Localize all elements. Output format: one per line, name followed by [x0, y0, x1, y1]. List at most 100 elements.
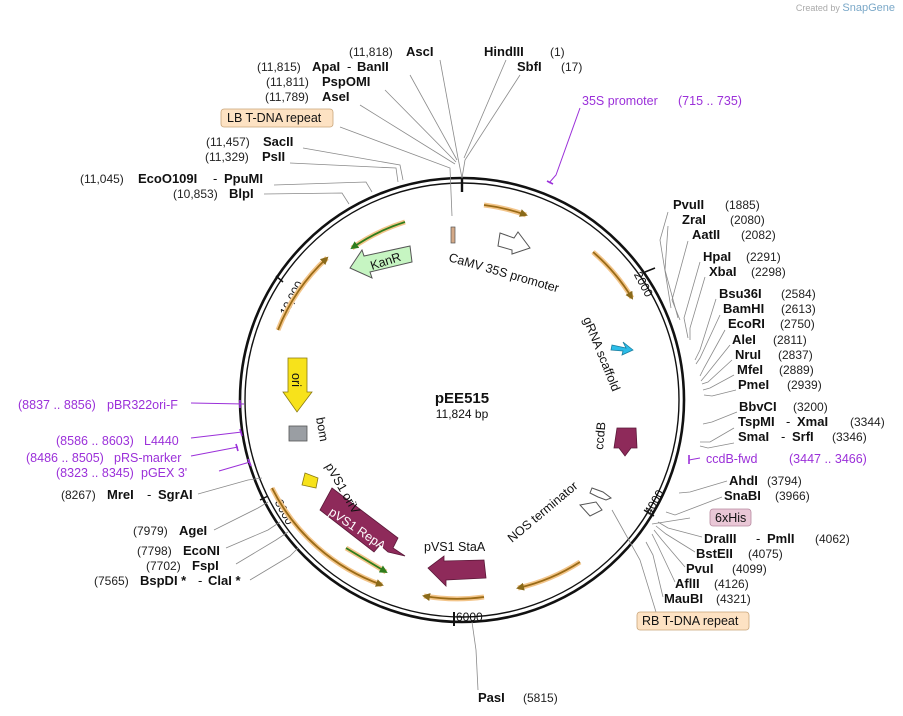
site-pos-nrui: (2837): [778, 348, 813, 362]
ccdb-arrow: [613, 427, 638, 457]
pvs1-staa-arrow: [427, 555, 487, 587]
site-name-hindiii: HindIII: [484, 44, 524, 59]
arc-3: [516, 561, 581, 591]
kanr-label: KanR: [369, 250, 403, 273]
site-pos-psii: (11,329): [205, 150, 249, 164]
right-site-leaders: [611, 211, 738, 613]
primer-range-ccdb-fwd: (3447 .. 3466): [789, 452, 867, 466]
leader-hpai: [683, 261, 701, 339]
leader-lb: [339, 126, 453, 217]
leader-35s-primer: [548, 107, 581, 184]
leader-bsu36i: [694, 298, 717, 361]
site-pos-hpai: (2291): [746, 250, 781, 264]
site-extra-mrei: SgrAI: [158, 487, 193, 502]
site-name-blpi: BlpI: [229, 186, 254, 201]
site-dash-mrei: -: [147, 487, 151, 502]
site-pos-apai: (11,815): [257, 60, 301, 74]
grna-scaffold-arrow: [610, 341, 634, 356]
camv-35s-promoter-arrow: [497, 231, 531, 255]
site-pos-asei: (11,789): [265, 90, 309, 104]
arc-4: [422, 593, 485, 601]
top-enzyme-labels: (11,818) AscI (11,815) ApaI - BanII (11,…: [257, 44, 582, 104]
leader-agei: [213, 501, 269, 531]
site-pos-ecoo109i: (11,045): [80, 172, 124, 186]
tick-mark-4000: [643, 509, 655, 517]
top-site-leaders: [263, 59, 521, 217]
lb-tdna-box: LB T-DNA repeat: [220, 108, 334, 128]
primer-labels: 35S promoter (715 .. 735) ccdB-fwd (3447…: [18, 94, 867, 480]
leader-draiii: [657, 521, 703, 538]
leader-bamhi: [695, 314, 721, 365]
bom-label: bom: [313, 416, 331, 442]
site-name-pvui: PvuI: [686, 561, 713, 576]
tick-mark-2000: [644, 267, 656, 273]
primer-range-prs-marker: (8486 .. 8505): [26, 451, 104, 465]
site-name-bspdi: BspDI *: [140, 573, 187, 588]
credit-prefix: Created by: [795, 3, 840, 13]
leader-ccdb-fwd: [688, 457, 701, 461]
arc-5: [271, 487, 384, 587]
site-pos-bsteii: (4075): [748, 547, 783, 561]
leader-smai: [699, 442, 735, 449]
site-pos-econi: (7798): [137, 544, 172, 558]
tick-label-6000: 6000: [456, 610, 483, 624]
leader-snabi: [665, 496, 723, 516]
site-pos-asci: (11,818): [349, 45, 393, 59]
site-extra-smai: SrfI: [792, 429, 814, 444]
leader-bsteii: [655, 525, 696, 553]
site-pos-mrei: (8267): [61, 488, 96, 502]
ori-arrow: [282, 357, 313, 413]
site-name-pmei: PmeI: [738, 377, 769, 392]
features: [282, 219, 638, 587]
leader-hindiii: [463, 59, 507, 159]
site-name-bamhi: BamHI: [723, 301, 764, 316]
site-extra-draiii: PmlI: [767, 531, 794, 546]
site-pos-maubi: (4321): [716, 592, 751, 606]
leader-psii: [289, 162, 399, 183]
site-pos-xbai: (2298): [751, 265, 786, 279]
leader-pvui: [653, 529, 686, 568]
leader-blpi: [263, 192, 350, 205]
site-name-sbfi: SbfI: [517, 59, 542, 74]
bottom-enzyme-label: PasI (5815): [478, 690, 558, 705]
site-name-sacii: SacII: [263, 134, 293, 149]
site-name-mfei: MfeI: [737, 362, 763, 377]
leader-ahdi: [678, 480, 728, 494]
leader-maubi: [645, 541, 664, 598]
site-name-aflii: AflII: [675, 576, 700, 591]
site-name-ecori: EcoRI: [728, 316, 765, 331]
site-pos-aflii: (4126): [714, 577, 749, 591]
mark-pgex: [247, 458, 252, 467]
site-pos-pvui: (4099): [732, 562, 767, 576]
site-name-xbai: XbaI: [709, 264, 736, 279]
leader-6xhis: [651, 517, 691, 525]
nos-terminator-arrow: [579, 501, 603, 517]
leader-tspmi: [700, 427, 735, 443]
site-pos-zrai: (2080): [730, 213, 765, 227]
site-name-maubi: MauBI: [664, 591, 703, 606]
rb-tdna-box: RB T-DNA repeat: [636, 611, 750, 631]
site-pos-ecori: (2750): [780, 317, 815, 331]
kanr-green-arc: [350, 221, 406, 250]
rb-box-rect: [636, 611, 750, 631]
snapgene-credit: Created by SnapGene: [796, 2, 895, 14]
site-name-pvuii: PvuII: [673, 197, 704, 212]
kanr-green-halo: [350, 219, 406, 251]
leader-alei: [700, 344, 731, 382]
site-name-pspomi: PspOMI: [322, 74, 370, 89]
leader-ecori: [699, 329, 726, 377]
site-pos-sbfi: (17): [561, 60, 582, 74]
left-site-leaders: [197, 477, 479, 691]
site-dash-bspdi: -: [198, 573, 202, 588]
leader-prs-marker: [190, 446, 239, 457]
mark-35s-primer: [546, 180, 554, 185]
arc-6: [277, 256, 329, 331]
site-pos-snabi: (3966): [775, 489, 810, 503]
tick-mark-10000: [275, 275, 284, 283]
site-extra-tspmi: XmaI: [797, 414, 828, 429]
leader-pvuii: [659, 211, 672, 309]
primer-name-prs-marker: pRS-marker: [114, 451, 181, 465]
rb-box-label: RB T-DNA repeat: [642, 614, 739, 628]
plasmid-name: pEE515: [435, 390, 489, 407]
